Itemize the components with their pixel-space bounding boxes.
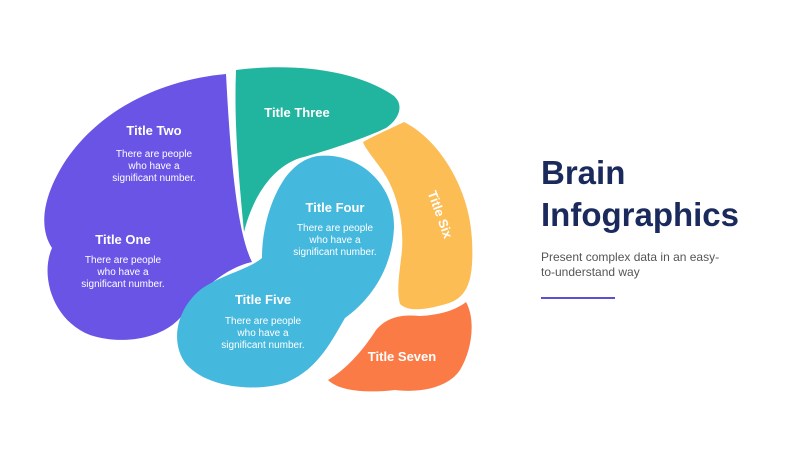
lobe-five-title: Title Five	[235, 292, 291, 307]
lobe-five-body-2: who have a	[236, 328, 289, 339]
lobe-one-body-1: There are people	[85, 255, 162, 266]
lobe-orange[interactable]	[328, 302, 472, 392]
lobe-yellow[interactable]	[363, 122, 473, 310]
lobe-five-body-3: significant number.	[221, 340, 304, 351]
subtitle-line-1: Present complex data in an easy-	[541, 250, 720, 264]
page-heading: Brain Infographics	[541, 152, 781, 236]
lobe-three-title: Title Three	[264, 105, 330, 120]
lobe-two-title: Title Two	[126, 123, 181, 138]
lobe-one-body-2: who have a	[96, 267, 149, 278]
lobe-two-body-3: significant number.	[112, 173, 195, 184]
lobe-one-title: Title One	[95, 232, 150, 247]
lobe-seven-title: Title Seven	[368, 349, 436, 364]
lobe-teal[interactable]	[235, 67, 400, 233]
lobe-purple[interactable]	[44, 74, 252, 340]
side-panel: Brain Infographics Present complex data …	[541, 152, 781, 299]
lobe-four-title: Title Four	[306, 200, 365, 215]
lobe-five-body-1: There are people	[225, 316, 302, 327]
heading-line-1: Brain	[541, 154, 626, 191]
lobe-blue[interactable]	[177, 155, 395, 388]
lobe-two-body-1: There are people	[116, 149, 193, 160]
lobe-four-body-3: significant number.	[293, 247, 376, 258]
subtitle-line-2: to-understand way	[541, 265, 640, 279]
lobe-four-body-2: who have a	[308, 235, 361, 246]
subtitle: Present complex data in an easy- to-unde…	[541, 250, 741, 280]
lobe-two-body-2: who have a	[127, 161, 180, 172]
lobe-four-body-1: There are people	[297, 223, 374, 234]
lobe-one-body-3: significant number.	[81, 279, 164, 290]
accent-rule	[541, 297, 615, 299]
heading-line-2: Infographics	[541, 196, 740, 233]
